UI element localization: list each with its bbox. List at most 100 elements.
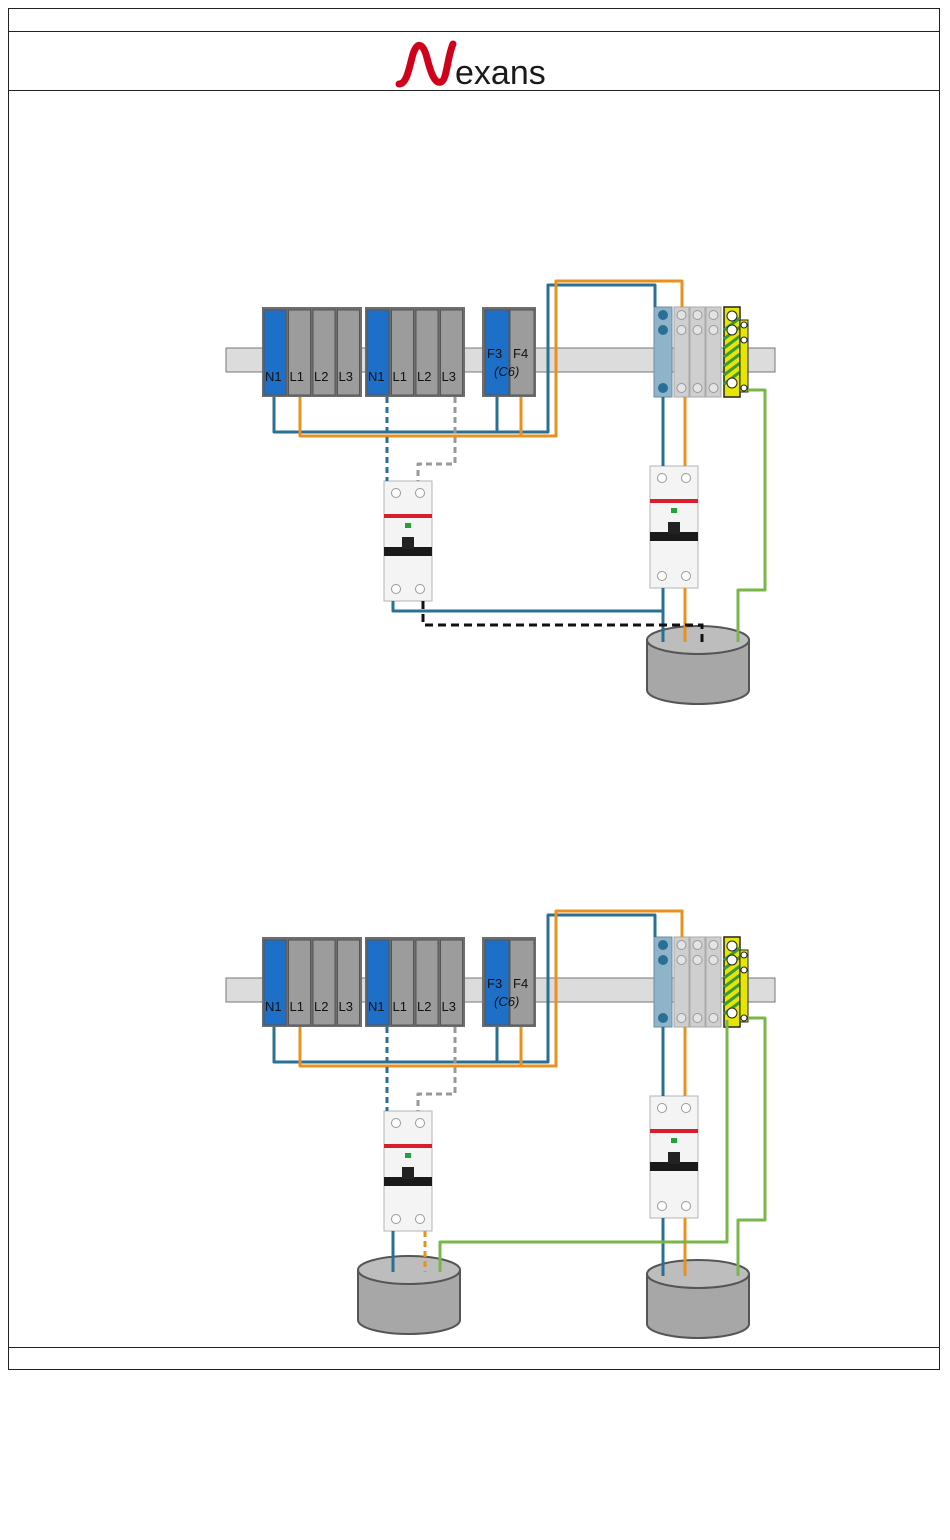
terminal-earth-screw-2 [727,378,737,388]
page: exans N1L1L2L3N1L1L2L3F3F4(C6) N1L1L2L3N… [0,0,950,1378]
terminal-earth-side [740,320,748,392]
terminal-phase-2-screw-2 [709,384,718,393]
terminal-earth-side-screw-1 [741,967,747,973]
breaker-left-screw-3 [416,585,425,594]
wire-earth-right-load [738,1018,765,1276]
module-group-2-label-0: N1 [368,369,385,384]
module-group-2-label-2: L2 [417,369,431,384]
terminal-phase-2-screw-1 [709,326,718,335]
header-top-rule [8,31,940,32]
wire-left-breaker-return [393,601,663,611]
terminal-neutral-screw-1 [658,325,668,335]
module-group-2-label-3: L3 [442,369,456,384]
breaker-right-screw-0 [658,474,667,483]
breaker-left-screw-2 [392,1215,401,1224]
breaker-left-screw-0 [392,1119,401,1128]
fuse-rating: (C6) [494,364,519,379]
terminal-neutral-screw-2 [658,1013,668,1023]
breaker-left-screw-0 [392,489,401,498]
wire-left-breaker-phase [418,1027,455,1111]
fuse-label-f3: F3 [487,976,502,991]
module-group-1-label-1: L1 [290,369,304,384]
logo-wordmark: exans [455,54,546,90]
terminal-phase-1-screw-1 [693,956,702,965]
header-bottom-rule [8,90,940,91]
breaker-left-lever [402,537,414,549]
terminal-earth-side-screw-1 [741,337,747,343]
module-group-1-label-2: L2 [314,999,328,1014]
terminal-phase-0-screw-1 [677,956,686,965]
module-group-1-label-2: L2 [314,369,328,384]
load-left-top [358,1256,460,1284]
fuse-label-f3: F3 [487,346,502,361]
breaker-left-indicator [405,523,411,528]
terminal-neutral-screw-0 [658,310,668,320]
terminal-phase-1-screw-0 [693,941,702,950]
breaker-left-screw-1 [416,489,425,498]
breaker-right-screw-2 [658,1202,667,1211]
terminal-phase-1-screw-1 [693,326,702,335]
terminal-phase-1-screw-0 [693,311,702,320]
breaker-left-red-band [384,514,432,518]
module-group-2-label-2: L2 [417,999,431,1014]
fuse-label-f4: F4 [513,346,528,361]
terminal-phase-2-screw-1 [709,956,718,965]
terminal-neutral-screw-0 [658,940,668,950]
breaker-right-indicator [671,1138,677,1143]
terminal-phase-0-screw-2 [677,1014,686,1023]
breaker-right-screw-1 [682,474,691,483]
breaker-right-lever [668,1152,680,1164]
breaker-left-screw-1 [416,1119,425,1128]
terminal-phase-0-screw-0 [677,311,686,320]
module-group-2-label-0: N1 [368,999,385,1014]
wiring-diagram-2: N1 L1 L2 L3 N1 L1 L2 L3 F3 F4 (C6) [0,900,950,1540]
breaker-right-screw-1 [682,1104,691,1113]
breaker-left-indicator [405,1153,411,1158]
breaker-right-screw-3 [682,1202,691,1211]
terminal-earth-side-screw-0 [741,322,747,328]
breaker-right-screw-3 [682,572,691,581]
breaker-right-screw-0 [658,1104,667,1113]
module-group-1-label-0: N1 [265,369,282,384]
terminal-phase-0-screw-0 [677,941,686,950]
module-group-2-label-1: L1 [393,369,407,384]
terminal-phase-2-screw-0 [709,941,718,950]
breaker-right-red-band [650,499,698,503]
terminal-earth-side-screw-2 [741,385,747,391]
wire-left-breaker-phase [418,397,455,481]
nexans-logo: exans [395,38,565,90]
breaker-right-indicator [671,508,677,513]
breaker-left-red-band [384,1144,432,1148]
breaker-right-screw-2 [658,572,667,581]
module-group-1-label-3: L3 [339,369,353,384]
terminal-earth-screw-1 [727,955,737,965]
breaker-left-lever [402,1167,414,1179]
terminal-phase-2-screw-0 [709,311,718,320]
terminal-earth-screw-0 [727,941,737,951]
breaker-right-lever [668,522,680,534]
terminal-phase-0-screw-1 [677,326,686,335]
module-group-1-label-3: L3 [339,999,353,1014]
module-group-2-label-3: L3 [442,999,456,1014]
terminal-earth-screw-2 [727,1008,737,1018]
terminal-neutral-screw-1 [658,955,668,965]
breaker-left-screw-3 [416,1215,425,1224]
terminal-neutral-screw-2 [658,383,668,393]
terminal-phase-0-screw-2 [677,384,686,393]
terminal-earth-screw-1 [727,325,737,335]
terminal-earth-side [740,950,748,1022]
terminal-phase-1-screw-2 [693,384,702,393]
wire-earth-load [738,390,765,642]
fuse-rating: (C6) [494,994,519,1009]
terminal-earth-side-screw-0 [741,952,747,958]
breaker-left-screw-2 [392,585,401,594]
module-group-2-label-1: L1 [393,999,407,1014]
terminal-phase-1-screw-2 [693,1014,702,1023]
breaker-right-red-band [650,1129,698,1133]
module-group-1-label-1: L1 [290,999,304,1014]
terminal-earth-screw-0 [727,311,737,321]
terminal-phase-2-screw-2 [709,1014,718,1023]
terminal-earth-side-screw-2 [741,1015,747,1021]
module-group-1-label-0: N1 [265,999,282,1014]
fuse-label-f4: F4 [513,976,528,991]
